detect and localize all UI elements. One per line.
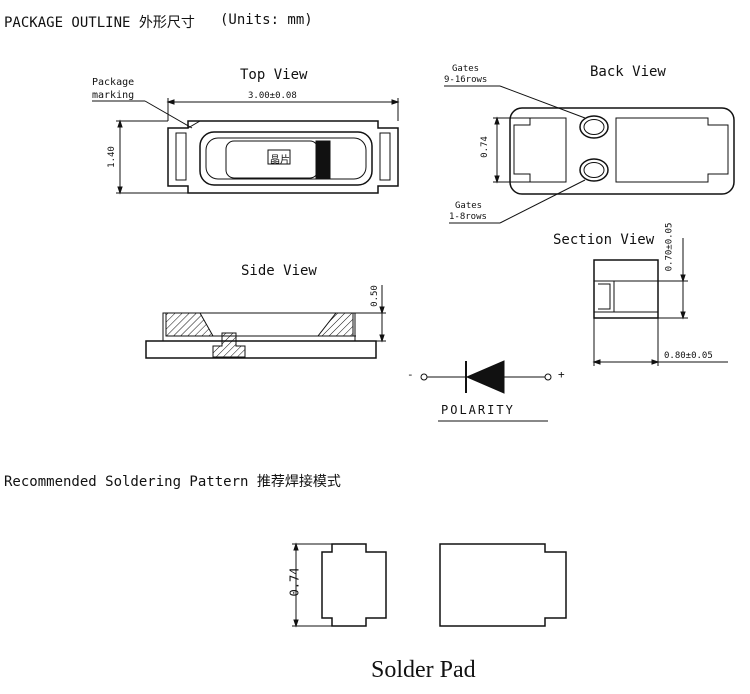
top-view-width-dimension: 3.00±0.08 xyxy=(248,91,297,101)
section-view-width-dimension: 0.80±0.05 xyxy=(664,351,713,361)
diode-symbol xyxy=(420,360,552,422)
top-view-height-dimension-lines xyxy=(116,119,188,195)
solder-pad-caption: Solder Pad xyxy=(371,657,476,683)
solder-pad-height-dimension-lines xyxy=(292,542,332,628)
back-view-label: Back View xyxy=(590,64,666,80)
package-marking-leader xyxy=(92,100,193,129)
gates-bottom-line2: 1-8rows xyxy=(449,212,487,222)
package-marking-callout-line1: Package xyxy=(92,77,135,88)
polarity-plus: + xyxy=(558,368,565,381)
solder-pad-right xyxy=(439,543,567,627)
section-view-height-dimension-lines xyxy=(658,238,688,320)
section-view-width-dimension-lines xyxy=(592,318,728,366)
solder-pad-left xyxy=(321,543,387,627)
top-view-outline xyxy=(167,120,399,194)
units-label: (Units: mm) xyxy=(220,12,313,28)
package-outline-title: PACKAGE OUTLINE 外形尺寸 xyxy=(4,15,195,31)
gates-top-line2: 9-16rows xyxy=(444,75,488,85)
top-view-width-dimension-lines xyxy=(166,98,400,121)
polarity-minus: - xyxy=(407,368,414,381)
gates-leaders xyxy=(444,85,586,224)
side-view-outline xyxy=(145,312,377,359)
chip-mark-label: 晶片 xyxy=(270,155,290,166)
gates-bottom-line1: Gates xyxy=(455,201,483,211)
back-view-outline xyxy=(509,107,735,195)
section-view-outline xyxy=(593,259,659,319)
side-view-height-dimension-lines xyxy=(355,285,386,343)
polarity-label: POLARITY xyxy=(441,403,515,417)
section-view-label: Section View xyxy=(553,232,655,248)
gates-top-line1: Gates xyxy=(452,64,480,74)
package-marking-callout-line2: marking xyxy=(92,90,135,101)
back-view-height-dimension-lines xyxy=(493,116,530,184)
side-view-label: Side View xyxy=(241,263,317,279)
top-view-label: Top View xyxy=(240,67,308,83)
soldering-pattern-title: Recommended Soldering Pattern 推荐焊接模式 xyxy=(4,474,341,490)
